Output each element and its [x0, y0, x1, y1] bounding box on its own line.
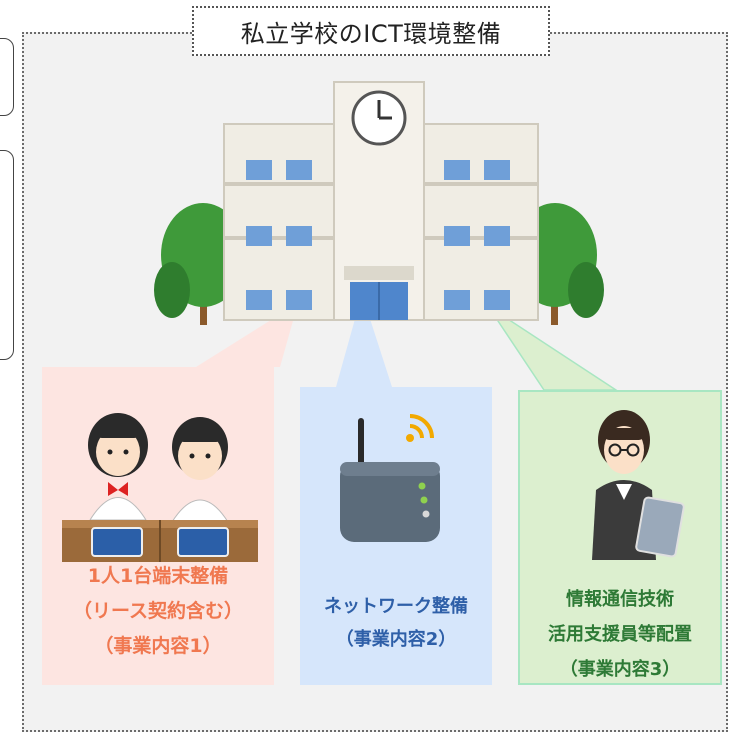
panel-2-line-1: ネットワーク整備 — [324, 596, 468, 617]
diagram-title: 私立学校のICT環境整備 — [192, 6, 550, 56]
left-edge-box-bottom — [0, 150, 14, 360]
panel-2-caption: ネットワーク整備 （事業内容2） — [300, 590, 492, 656]
panel-3-line-1: 情報通信技術 — [566, 589, 674, 610]
panel-3-line-2: 活用支援員等配置 — [548, 624, 692, 645]
left-edge-box-top — [0, 38, 14, 116]
panel-2-line-2: （事業内容2） — [335, 629, 457, 650]
panel-3-line-3: （事業内容3） — [559, 659, 681, 680]
panel-3-caption: 情報通信技術 活用支援員等配置 （事業内容3） — [520, 582, 720, 687]
panel-support-staff: 情報通信技術 活用支援員等配置 （事業内容3） — [518, 390, 722, 685]
panel-1-line-3: （事業内容1） — [94, 635, 222, 657]
school-building-illustration — [154, 81, 604, 325]
panel-1-line-2: （リース契約含む） — [72, 600, 244, 622]
panel-1-caption: 1人1台端末整備 （リース契約含む） （事業内容1） — [42, 559, 274, 664]
panel-network: ネットワーク整備 （事業内容2） — [300, 387, 492, 685]
school-scene — [154, 81, 619, 391]
callout-pointer-2 — [336, 294, 392, 387]
panel-device-per-student: 1人1台端末整備 （リース契約含む） （事業内容1） — [42, 367, 274, 685]
panel-1-line-1: 1人1台端末整備 — [87, 565, 229, 587]
